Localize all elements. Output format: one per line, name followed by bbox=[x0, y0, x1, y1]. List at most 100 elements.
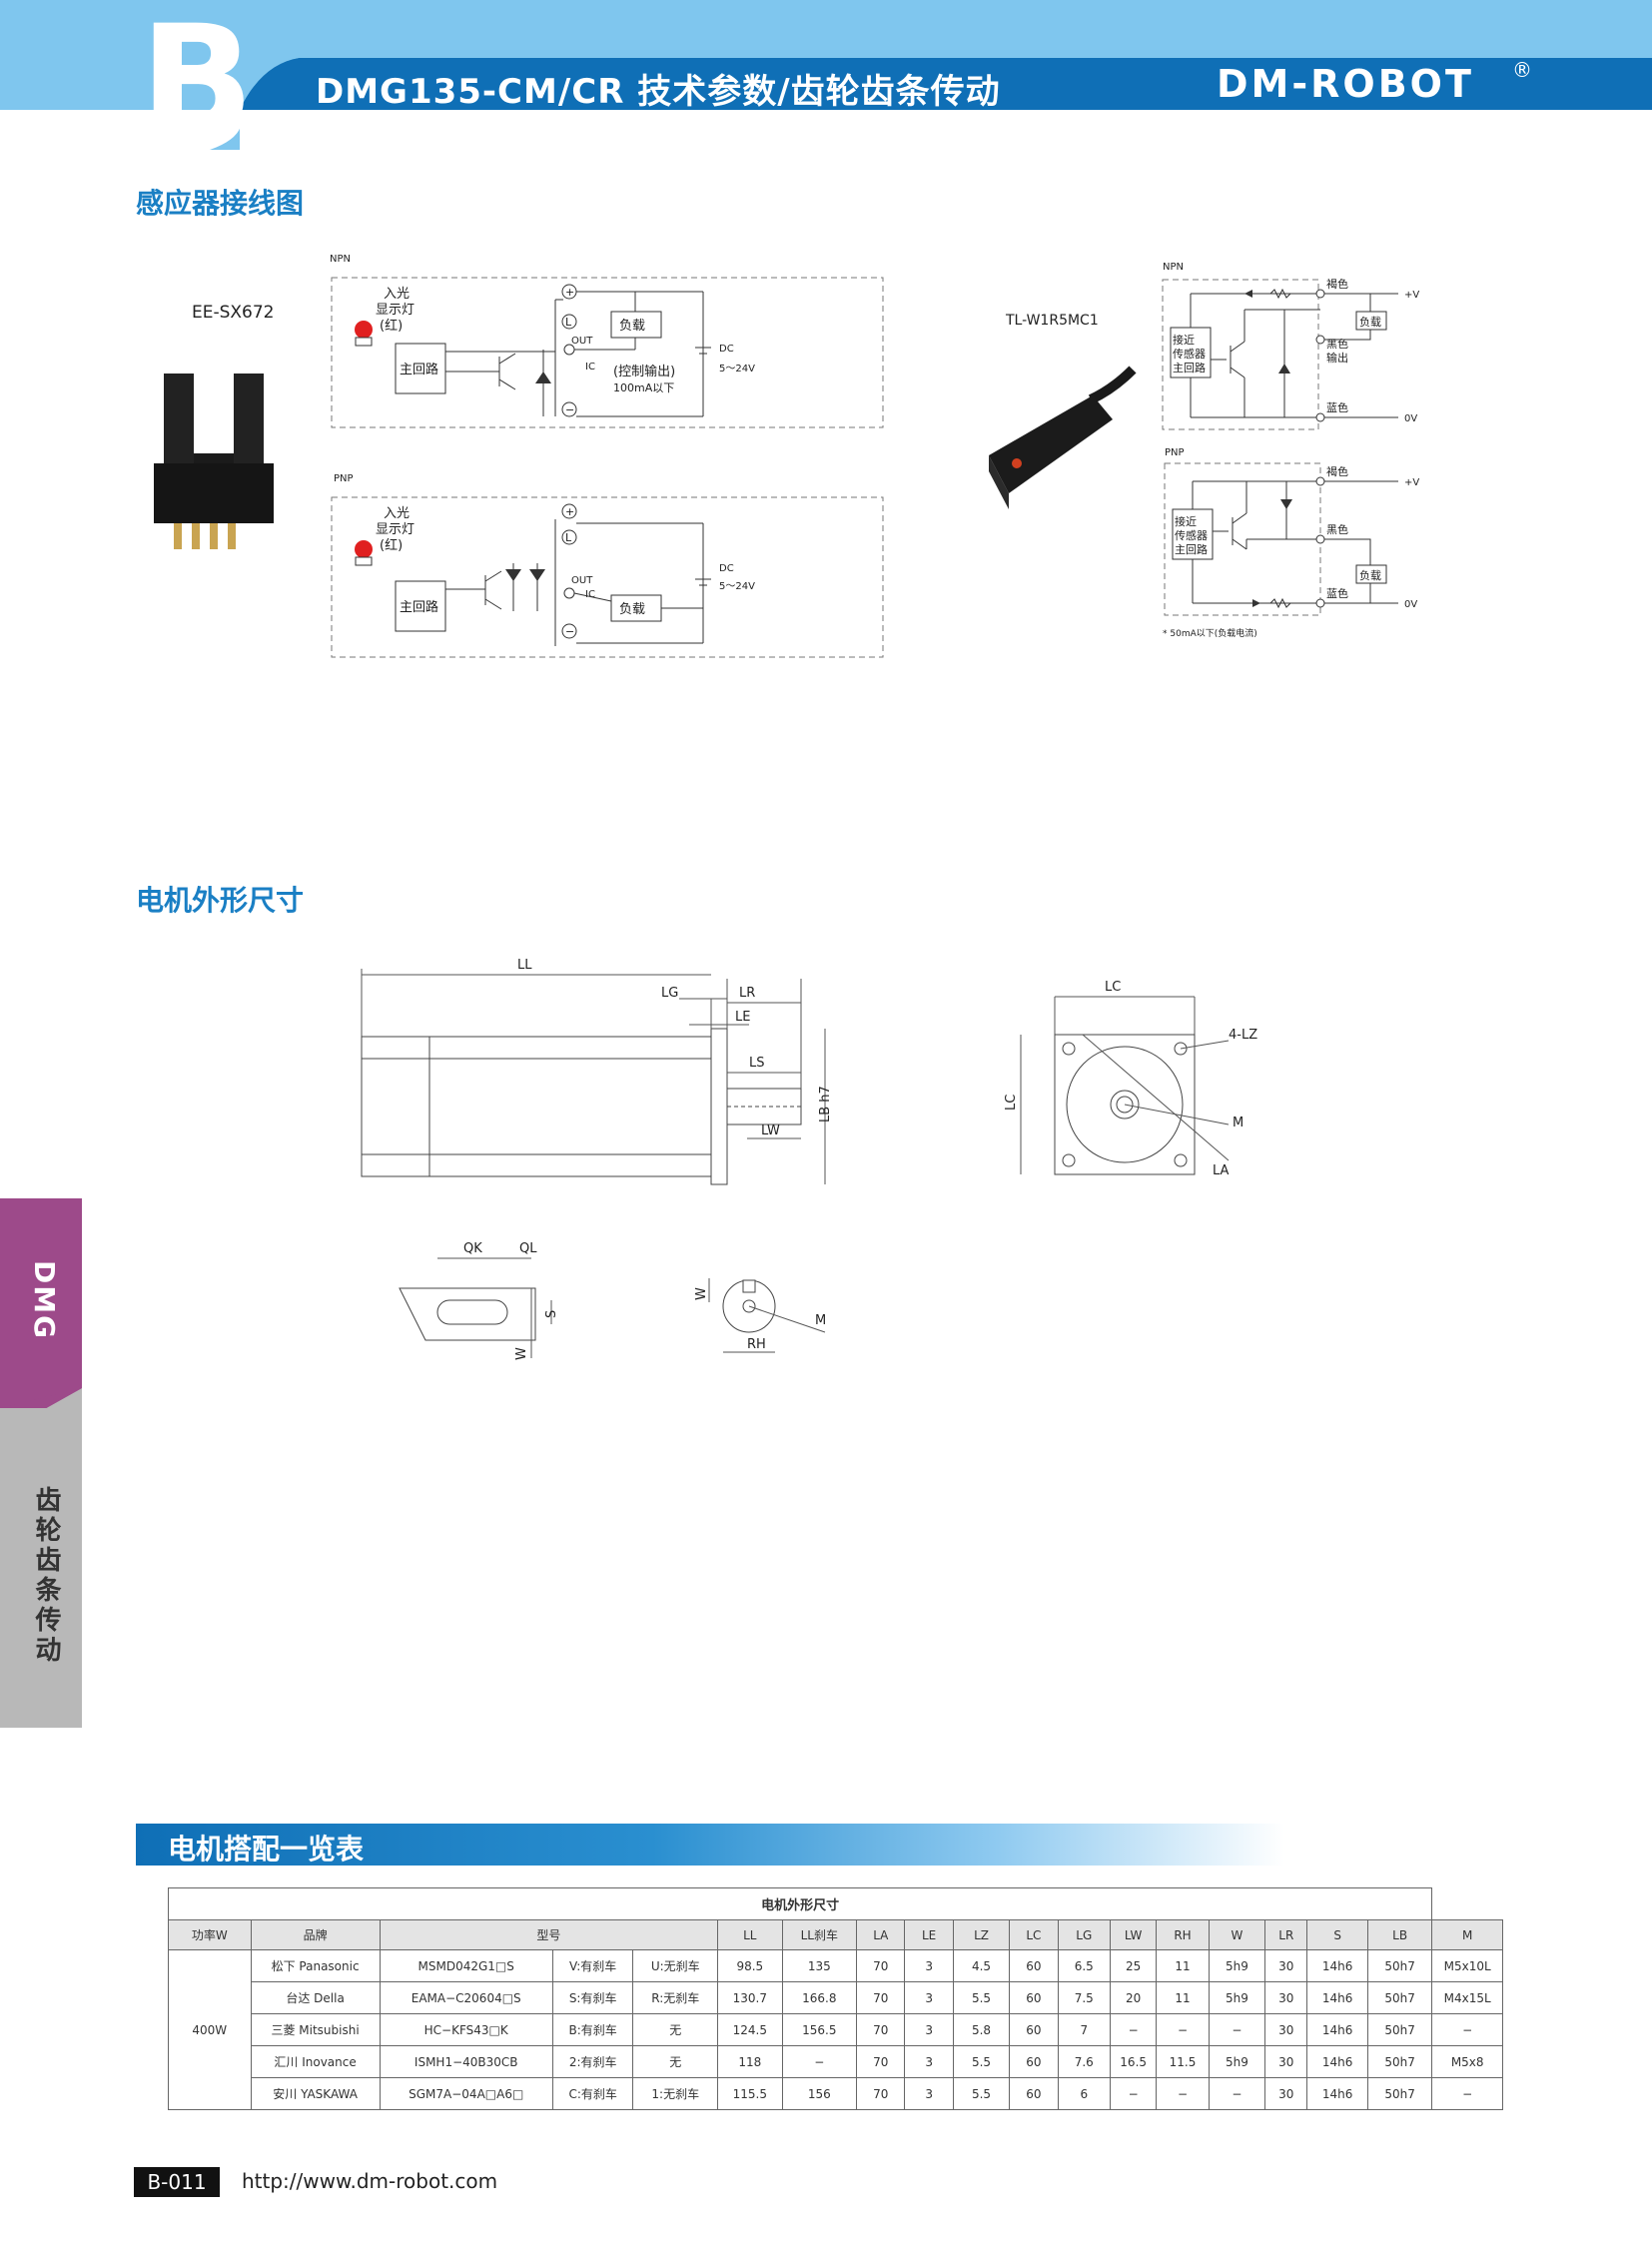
svg-text:褐色: 褐色 bbox=[1326, 464, 1348, 478]
sensor1-pnp-diagram: PNP 入光 显示灯 (红) 主回路 + L − OUT IC 负载 DC 5～… bbox=[331, 473, 884, 658]
header-decoration: B bbox=[0, 0, 300, 150]
svg-text:LR: LR bbox=[739, 986, 755, 1001]
motor-table: 电机外形尺寸 功率W 品牌 型号 LL LL刹车 LA LE LZ LC LG … bbox=[167, 1887, 1503, 2110]
svg-text:蓝色: 蓝色 bbox=[1326, 400, 1348, 414]
power-cell: 400W bbox=[168, 1949, 252, 2110]
svg-text:负载: 负载 bbox=[1359, 568, 1381, 582]
col-header: LB bbox=[1366, 1919, 1433, 1950]
header-top-band bbox=[0, 0, 1652, 58]
svg-text:L: L bbox=[565, 531, 572, 544]
red-led-icon bbox=[355, 540, 373, 558]
col-header: LG bbox=[1057, 1919, 1111, 1950]
svg-text:LC: LC bbox=[1004, 1095, 1019, 1111]
section-title-wiring: 感应器接线图 bbox=[136, 187, 305, 220]
section-letter: B bbox=[140, 0, 254, 150]
svg-text:IC: IC bbox=[585, 362, 595, 373]
svg-text:OUT: OUT bbox=[571, 575, 593, 586]
section-title-dimensions: 电机外形尺寸 bbox=[136, 884, 305, 917]
svg-text:5～24V: 5～24V bbox=[719, 364, 755, 374]
svg-text:褐色: 褐色 bbox=[1326, 277, 1348, 291]
brand-logo: DM-ROBOT bbox=[1217, 62, 1474, 106]
website-link[interactable]: http://www.dm-robot.com bbox=[242, 2169, 498, 2193]
svg-text:LB h7: LB h7 bbox=[818, 1086, 833, 1122]
col-header: LC bbox=[1009, 1919, 1059, 1950]
npn-label: NPN bbox=[330, 254, 351, 265]
table-row: 三菱 Mitsubishi HC−KFS43□K B:有刹车 无 124.5 1… bbox=[169, 2013, 1503, 2046]
col-header: 品牌 bbox=[250, 1919, 381, 1950]
registered-mark: ® bbox=[1512, 58, 1532, 82]
col-header: 功率W bbox=[168, 1919, 252, 1950]
svg-text:LS: LS bbox=[749, 1056, 765, 1071]
svg-text:RH: RH bbox=[747, 1337, 766, 1352]
col-header: LR bbox=[1264, 1919, 1308, 1950]
svg-text:负载: 负载 bbox=[619, 602, 645, 617]
svg-text:+V: +V bbox=[1404, 290, 1419, 301]
svg-text:0V: 0V bbox=[1404, 599, 1417, 610]
svg-text:LA: LA bbox=[1213, 1163, 1230, 1178]
col-header: RH bbox=[1156, 1919, 1210, 1950]
col-header: M bbox=[1431, 1919, 1503, 1950]
svg-text:入光: 入光 bbox=[384, 287, 410, 302]
col-header: LE bbox=[904, 1919, 954, 1950]
col-header: LL刹车 bbox=[781, 1919, 858, 1950]
sensor2-model: TL-W1R5MC1 bbox=[1006, 313, 1099, 329]
sensor2-pnp-diagram: PNP 接近 传感器 主回路 褐色 黑色 蓝色 负载 +V 0V bbox=[1164, 447, 1419, 616]
col-header: S bbox=[1306, 1919, 1368, 1950]
motor-side-view: LL LG LR LE LS LW LB h7 bbox=[361, 958, 833, 1185]
side-tab-dmg bbox=[0, 1198, 82, 1408]
svg-text:0V: 0V bbox=[1404, 413, 1417, 424]
svg-text:主回路: 主回路 bbox=[1173, 362, 1206, 374]
svg-text:5～24V: 5～24V bbox=[719, 581, 755, 592]
table-caption: 电机外形尺寸 bbox=[167, 1887, 1433, 1920]
table-title-bar bbox=[136, 1824, 1284, 1866]
svg-text:NPN: NPN bbox=[1163, 262, 1184, 273]
motor-front-view: LC LC 4-LZ M LA bbox=[1004, 980, 1257, 1178]
sensor2-note: * 50mA以下(负载电流) bbox=[1163, 629, 1257, 639]
svg-text:IC: IC bbox=[585, 589, 595, 600]
svg-text:M: M bbox=[1233, 1116, 1243, 1130]
svg-text:−: − bbox=[565, 625, 574, 638]
red-led-icon bbox=[355, 321, 373, 339]
svg-text:+V: +V bbox=[1404, 477, 1419, 488]
svg-text:+: + bbox=[565, 505, 574, 518]
key-detail-view: QK QL S W bbox=[399, 1241, 559, 1360]
sensor2-photo bbox=[989, 366, 1137, 509]
side-tab-gear bbox=[0, 1408, 82, 1728]
svg-text:M: M bbox=[815, 1313, 826, 1328]
svg-text:LG: LG bbox=[661, 986, 678, 1001]
svg-text:(控制输出): (控制输出) bbox=[613, 364, 675, 379]
svg-text:输出: 输出 bbox=[1326, 351, 1348, 365]
svg-text:接近: 接近 bbox=[1175, 515, 1197, 528]
col-header: LA bbox=[856, 1919, 906, 1950]
svg-text:−: − bbox=[565, 403, 574, 416]
svg-text:主回路: 主回路 bbox=[400, 599, 438, 615]
table-header-row: 功率W 品牌 型号 LL LL刹车 LA LE LZ LC LG LW RH W… bbox=[168, 1919, 1503, 1950]
svg-text:+: + bbox=[565, 286, 574, 299]
table-row: 汇川 Inovance ISMH1−40B30CB 2:有刹车 无 118 − … bbox=[169, 2045, 1503, 2078]
side-tab-gear-label: 齿轮齿条传动 bbox=[31, 1486, 61, 1666]
svg-text:QK: QK bbox=[463, 1241, 482, 1256]
pnp-label: PNP bbox=[334, 473, 354, 484]
status-led-icon bbox=[1012, 458, 1022, 468]
table-row: 安川 YASKAWA SGM7A−04A□A6□ C:有刹车 1:无刹车 115… bbox=[169, 2077, 1503, 2110]
svg-text:负载: 负载 bbox=[619, 319, 645, 334]
svg-text:接近: 接近 bbox=[1173, 334, 1195, 347]
svg-text:W: W bbox=[694, 1287, 709, 1300]
col-header: 型号 bbox=[379, 1919, 719, 1950]
sensor2-npn-diagram: NPN 接近 传感器 主回路 褐色 黑色 输出 蓝色 负载 +V 0V bbox=[1162, 262, 1419, 430]
svg-text:W: W bbox=[514, 1347, 529, 1360]
sensor1-npn-diagram: NPN 入光 显示灯 (红) 主回路 + L − OUT IC 负载 (控制输出… bbox=[330, 254, 884, 428]
sensor1-photo bbox=[154, 374, 274, 549]
svg-text:负载: 负载 bbox=[1359, 315, 1381, 329]
svg-text:主回路: 主回路 bbox=[1175, 543, 1208, 556]
svg-text:LW: LW bbox=[761, 1123, 780, 1138]
svg-text:DC: DC bbox=[719, 344, 734, 355]
svg-text:(红): (红) bbox=[380, 537, 403, 553]
svg-text:入光: 入光 bbox=[384, 506, 410, 521]
svg-text:(红): (红) bbox=[380, 318, 403, 334]
svg-text:传感器: 传感器 bbox=[1175, 529, 1208, 542]
sensor1-model: EE-SX672 bbox=[192, 303, 275, 323]
svg-text:L: L bbox=[565, 316, 572, 329]
shaft-section-view: W M RH bbox=[694, 1278, 826, 1353]
svg-text:S: S bbox=[544, 1310, 559, 1318]
